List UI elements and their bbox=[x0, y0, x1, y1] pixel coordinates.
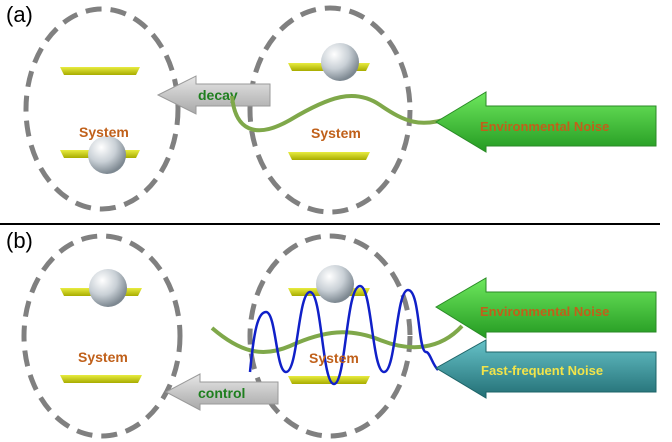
environmental-noise-arrow-a bbox=[435, 91, 657, 153]
system-boundary-right-a bbox=[247, 5, 413, 215]
system-label-right-a: System bbox=[311, 125, 361, 141]
fast-frequent-noise-label: Fast-frequent Noise bbox=[481, 363, 603, 378]
environmental-noise-arrow-b bbox=[435, 277, 657, 339]
environmental-noise-wave-a bbox=[230, 93, 451, 133]
lower-level-left-b bbox=[60, 375, 142, 383]
system-label-right-b: System bbox=[309, 350, 359, 366]
fast-frequent-noise-arrow bbox=[435, 339, 657, 399]
system-label-left-a: System bbox=[79, 124, 129, 140]
decay-arrow bbox=[156, 75, 271, 115]
fast-frequent-noise-wave bbox=[248, 284, 439, 386]
panel-a-label: (a) bbox=[6, 2, 33, 27]
environmental-noise-wave-b bbox=[210, 324, 464, 354]
control-label: control bbox=[198, 385, 245, 401]
system-boundary-left-a bbox=[23, 6, 181, 212]
decay-label: decay bbox=[198, 87, 238, 103]
environmental-noise-label-a: Environmental Noise bbox=[480, 119, 609, 134]
control-arrow bbox=[164, 373, 279, 411]
panel-b-label: (b) bbox=[6, 228, 33, 253]
excitation-ball-left-a bbox=[88, 136, 126, 174]
system-boundary-left-b bbox=[21, 233, 183, 439]
excitation-ball-left-b bbox=[89, 269, 127, 307]
excitation-ball-right-a bbox=[321, 43, 359, 81]
system-label-left-b: System bbox=[78, 349, 128, 365]
upper-level-left-a bbox=[60, 67, 140, 75]
lower-level-right-a bbox=[288, 152, 370, 160]
excitation-ball-right-b bbox=[316, 265, 354, 303]
environmental-noise-label-b: Environmental Noise bbox=[480, 304, 609, 319]
system-boundary-right-b bbox=[247, 233, 413, 439]
